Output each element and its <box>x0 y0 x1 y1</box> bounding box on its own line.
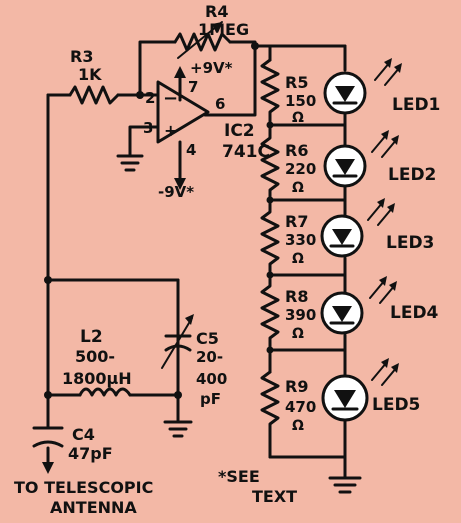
r6-value: 220 <box>285 160 316 178</box>
r5-resistor <box>260 58 280 127</box>
see-text-note-1: *SEE <box>218 467 260 486</box>
r6-ref: R6 <box>285 141 308 160</box>
led2-label: LED2 <box>388 165 436 185</box>
c4-value: 47pF <box>68 444 113 463</box>
r5-unit: Ω <box>292 110 304 126</box>
tank-ground-icon <box>163 420 193 438</box>
neg-supply-arrow-icon <box>174 178 186 190</box>
r8-resistor <box>260 273 280 352</box>
led2-icon <box>323 130 399 188</box>
r5-value: 150 <box>285 92 316 110</box>
c5-ref: C5 <box>196 329 219 348</box>
l2-inductor <box>78 387 132 397</box>
r8-ref: R8 <box>285 287 308 306</box>
c4-ref: C4 <box>72 425 95 444</box>
led4-icon <box>320 276 397 335</box>
opamp-minus-sign: − <box>163 88 178 109</box>
c5-value-3: pF <box>200 390 221 408</box>
led5-label: LED5 <box>372 395 420 415</box>
r5-ref: R5 <box>285 73 308 92</box>
ground-icon <box>116 154 144 172</box>
r6-resistor <box>260 123 280 202</box>
ic2-opamp <box>156 80 210 144</box>
r7-value: 330 <box>285 231 316 249</box>
l2-value-1: 500- <box>75 347 115 366</box>
led1-label: LED1 <box>392 95 440 115</box>
r4-ref: R4 <box>205 2 228 21</box>
r4-potentiometer <box>173 21 232 59</box>
led1-icon <box>323 58 402 115</box>
r3-ref: R3 <box>70 47 93 66</box>
led3-icon <box>320 198 395 258</box>
r3-value: 1K <box>78 65 102 84</box>
r8-value: 390 <box>285 306 316 324</box>
l2-value-2: 1800µH <box>62 369 132 388</box>
r9-resistor <box>260 370 280 432</box>
antenna-arrow-icon <box>42 462 54 474</box>
antenna-note-1: TO TELESCOPIC <box>14 478 153 497</box>
r3-resistor <box>68 85 120 105</box>
c4-capacitor <box>32 426 64 448</box>
see-text-note-2: TEXT <box>252 487 297 506</box>
led3-label: LED3 <box>386 233 434 253</box>
pos-supply-arrow-icon <box>174 66 186 78</box>
opamp-plus-sign: + <box>164 121 177 140</box>
r9-value: 470 <box>285 398 316 416</box>
pin-6-label: 6 <box>215 95 225 113</box>
pin-2-label: 2 <box>145 89 155 107</box>
r7-unit: Ω <box>292 251 304 267</box>
pin-4-label: 4 <box>186 141 196 159</box>
antenna-note-2: ANTENNA <box>50 498 137 517</box>
pin-3-label: 3 <box>143 119 153 137</box>
led5-icon <box>321 358 399 422</box>
ic2-part: 741C <box>222 142 270 162</box>
pin-7-label: 7 <box>188 78 198 96</box>
c5-value-1: 20- <box>196 348 223 366</box>
supply-neg-label: -9V* <box>158 183 194 201</box>
l2-ref: L2 <box>80 327 103 347</box>
led4-label: LED4 <box>390 303 439 323</box>
r6-unit: Ω <box>292 180 304 196</box>
ladder-ground-icon <box>328 476 362 494</box>
r7-resistor <box>260 198 280 277</box>
c5-variable-capacitor <box>161 278 194 397</box>
r9-unit: Ω <box>292 418 304 434</box>
supply-pos-label: +9V* <box>190 59 233 77</box>
r4-value: 1MEG <box>198 20 249 39</box>
ic2-ref: IC2 <box>224 121 255 141</box>
r8-unit: Ω <box>292 326 304 342</box>
r9-ref: R9 <box>285 377 308 396</box>
c5-value-2: 400 <box>196 370 227 388</box>
r7-ref: R7 <box>285 212 308 231</box>
